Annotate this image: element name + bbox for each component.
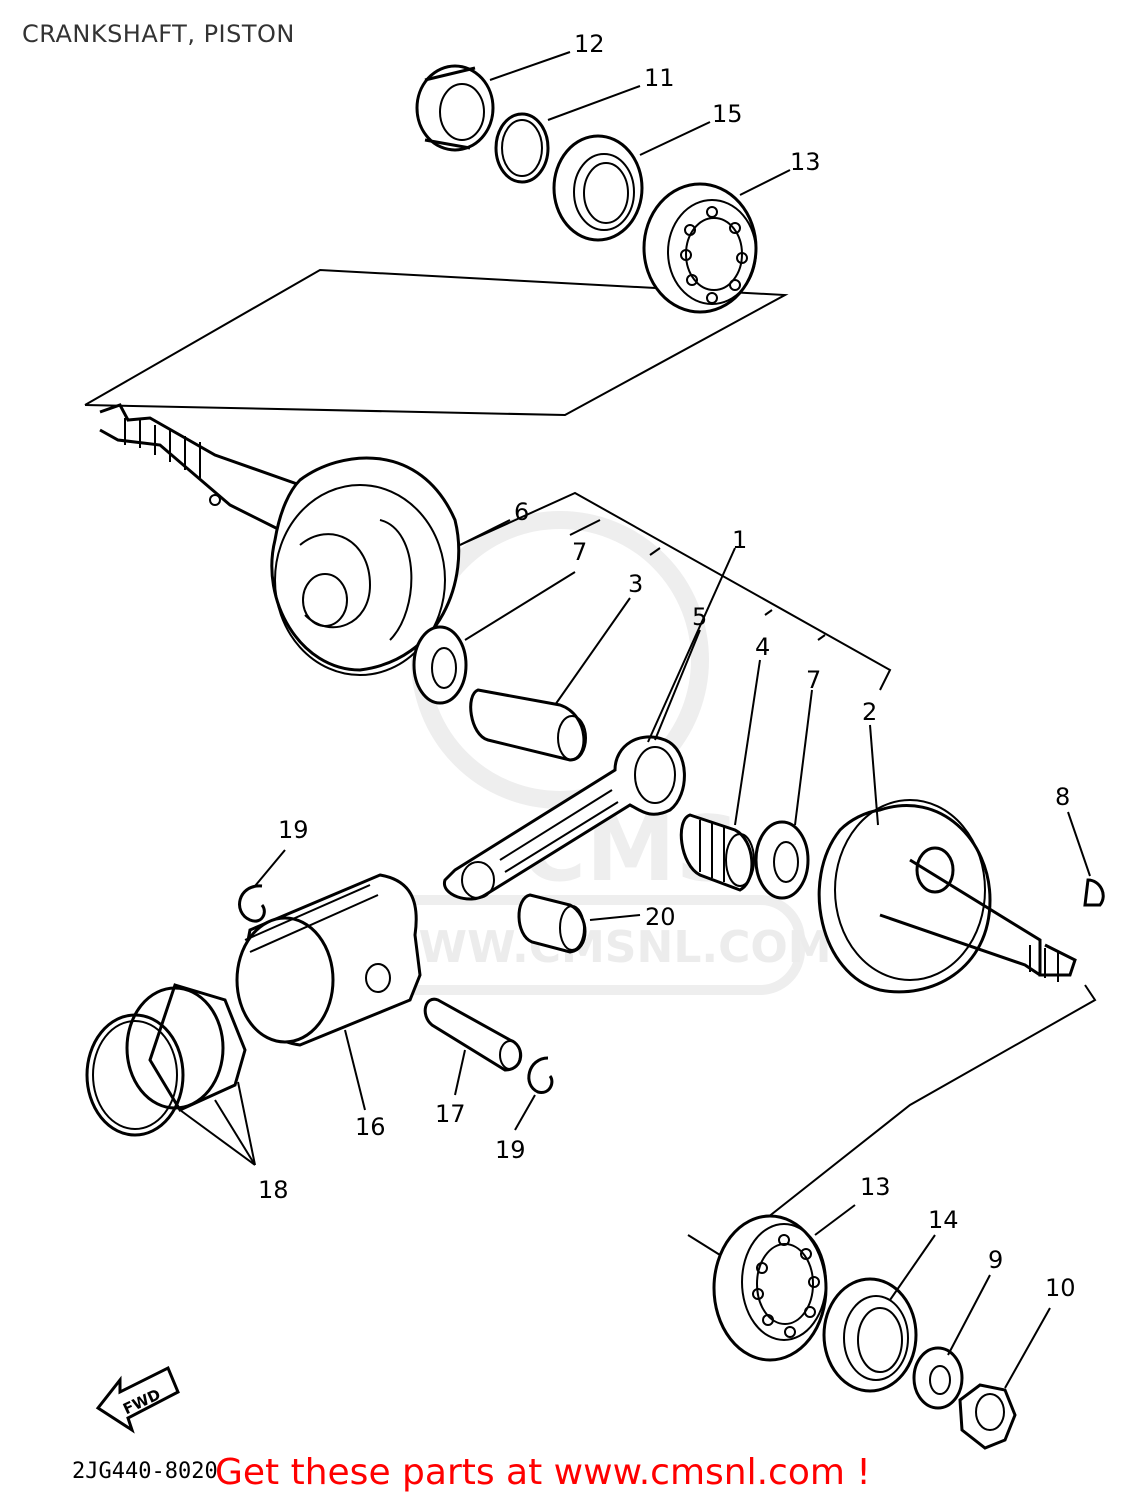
promo-banner-link[interactable]: Get these parts at www.cmsnl.com ! [215, 1452, 871, 1493]
circlip-part-19-upper [238, 884, 266, 923]
callout-13-lower: 13 [860, 1173, 891, 1201]
diagram-title: CRANKSHAFT, PISTON [22, 20, 295, 48]
callout-19-lower: 19 [495, 1136, 526, 1164]
callout-5: 5 [692, 603, 707, 631]
leader-lines [179, 51, 1091, 1389]
connecting-rod-part-5 [443, 735, 686, 901]
o-ring-part-11 [494, 112, 550, 184]
forward-arrow-icon: FWD [95, 1365, 180, 1434]
piston-pin-part-17 [423, 997, 523, 1072]
callout-9: 9 [988, 1246, 1003, 1274]
callout-2: 2 [862, 698, 877, 726]
piston-part-16 [235, 873, 422, 1047]
callout-10: 10 [1045, 1274, 1076, 1302]
callout-11: 11 [644, 64, 675, 92]
callout-19-upper: 19 [278, 816, 309, 844]
crank-half-part-2 [817, 799, 1077, 994]
callout-17: 17 [435, 1100, 466, 1128]
washer-part-7-right [754, 820, 810, 900]
bearing-part-13-upper [642, 182, 758, 314]
drawing-code: 2JG440-8020 [72, 1459, 218, 1484]
piston-rings-part-18 [85, 983, 247, 1137]
callout-20: 20 [645, 903, 676, 931]
middle-bracket [459, 491, 892, 691]
seal-part-15 [552, 134, 644, 242]
seal-part-14 [822, 1277, 918, 1393]
washer-part-7-left [412, 625, 468, 705]
crank-half-part-6 [99, 403, 461, 676]
callout-3: 3 [628, 570, 643, 598]
crank-pin-part-3 [469, 688, 587, 762]
callout-14: 14 [928, 1206, 959, 1234]
lower-bracket [687, 984, 1097, 1257]
callout-15: 15 [712, 100, 743, 128]
callout-7-left: 7 [572, 538, 587, 566]
callout-4: 4 [755, 633, 770, 661]
callout-12: 12 [574, 30, 605, 58]
callout-labels: 12 11 15 13 6 1 7 3 5 4 7 2 8 19 20 16 1… [258, 30, 1076, 1302]
watermark-url: WWW.CMSNL.COM [370, 922, 832, 973]
upper-bracket [84, 268, 789, 417]
circlip-part-19-lower [527, 1056, 554, 1094]
woodruff-key-part-8 [1083, 878, 1105, 907]
callout-1: 1 [732, 526, 747, 554]
callout-16: 16 [355, 1113, 386, 1141]
needle-bearing-part-20 [517, 893, 587, 954]
seal-part-12 [415, 64, 495, 152]
washer-part-9 [912, 1346, 964, 1410]
callout-7-right: 7 [806, 666, 821, 694]
callout-6: 6 [514, 498, 529, 526]
callout-13-upper: 13 [790, 148, 821, 176]
callout-18: 18 [258, 1176, 289, 1204]
callout-8: 8 [1055, 783, 1070, 811]
bearing-part-13-lower [712, 1214, 828, 1362]
needle-bearing-part-4 [679, 813, 755, 892]
nut-part-10 [958, 1383, 1017, 1450]
